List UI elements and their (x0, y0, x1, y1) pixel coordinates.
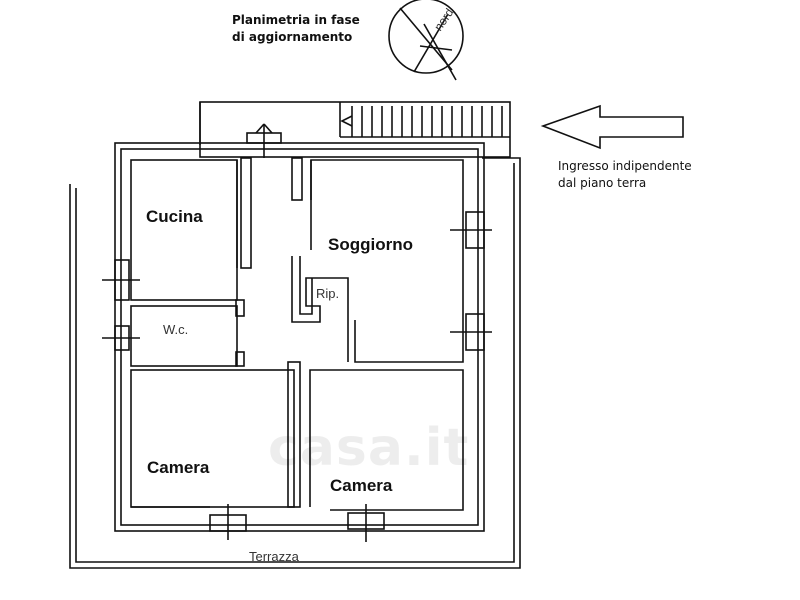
room-wc (130, 305, 238, 367)
entrance-note-line1: Ingresso indipendente (558, 159, 692, 173)
room-label-kitchen: Cucina (146, 207, 203, 226)
watermark-logo: casa.it (268, 418, 470, 478)
room-storage (291, 256, 349, 362)
compass-icon (388, 0, 464, 81)
entrance-note-line2: dal piano terra (558, 176, 647, 190)
room-label-bedroom-right: Camera (330, 476, 393, 495)
terrace-outline (69, 157, 521, 569)
room-label-terrace: Terrazza (249, 549, 299, 564)
room-label-wc: W.c. (163, 322, 189, 337)
entrance-note: Ingresso indipendente dal piano terra (558, 158, 692, 192)
window-symbols (102, 123, 492, 542)
plan-note-line1: Planimetria in fase (232, 13, 360, 27)
room-bedroom-right (309, 369, 464, 511)
plan-note: Planimetria in fase di aggiornamento (232, 12, 360, 46)
room-kitchen (130, 159, 238, 301)
entrance-arrow-icon (540, 104, 684, 150)
room-living (310, 159, 464, 363)
staircase (199, 101, 511, 158)
room-label-living: Soggiorno (328, 235, 413, 254)
room-label-bedroom-left: Camera (147, 458, 210, 477)
room-label-storage: Rip. (316, 286, 340, 301)
room-bedroom-left (130, 369, 295, 508)
plan-note-line2: di aggiornamento (232, 30, 353, 44)
